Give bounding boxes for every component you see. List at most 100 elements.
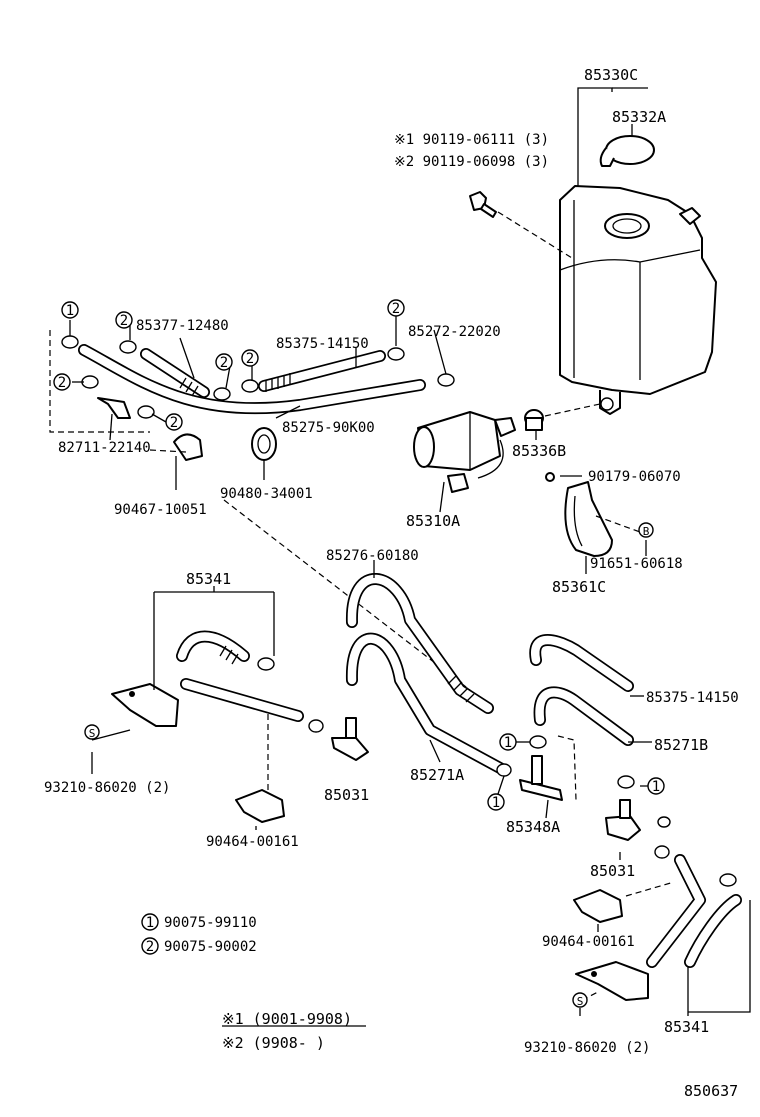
svg-text:2: 2 (58, 375, 66, 391)
circled-1-icon: 1 (61, 301, 79, 319)
circled-b-icon: B (638, 522, 654, 538)
bolt-small (545, 472, 555, 482)
hose-85271B (533, 686, 634, 746)
label-screw-l: 93210-86020 (2) (44, 780, 170, 796)
label-hose-d: 85375-14150 (646, 690, 739, 706)
hose-85375-lower (529, 634, 634, 692)
label-holder-l: 90464-00161 (206, 834, 299, 850)
label-nozzle-r: 85341 (664, 1018, 709, 1036)
label-pump: 85310A (406, 512, 460, 530)
clamp-left-ring (308, 719, 324, 733)
svg-text:S: S (577, 995, 584, 1008)
clamp-upper-7 (137, 405, 155, 419)
circled-1-icon: 1 (647, 777, 665, 795)
tank-cap (599, 135, 655, 167)
holder-right (573, 889, 623, 923)
label-clamp-a: 85272-22020 (408, 324, 501, 340)
label-tank: 85330C (584, 66, 638, 84)
label-band: 91651-60618 (590, 556, 683, 572)
svg-text:1: 1 (146, 915, 154, 931)
hose-85276 (345, 573, 494, 714)
label-grommet: 90480-34001 (220, 486, 313, 502)
svg-text:2: 2 (220, 355, 228, 371)
svg-text:2: 2 (170, 415, 178, 431)
holder-left (235, 789, 285, 823)
range-2: ※2 (9908- ) (222, 1034, 325, 1052)
grommet-90480 (251, 427, 277, 461)
diagram-id: 850637 (684, 1082, 738, 1100)
label-hose-b: 85275-90K00 (282, 420, 375, 436)
label-note2: ※2 90119-06098 (3) (394, 154, 549, 170)
label-hose-c: 85276-60180 (326, 548, 419, 564)
legend-1: 90075-99110 (164, 915, 257, 931)
label-hose-f: 85271A (410, 766, 464, 784)
svg-text:2: 2 (392, 301, 400, 317)
clamp-upper-6 (81, 375, 99, 389)
label-check-l: 85031 (324, 786, 369, 804)
band-holder (564, 481, 613, 557)
washer-tank (559, 185, 717, 415)
washer-pump (413, 411, 516, 493)
upper-hose-85275 (78, 344, 426, 415)
label-band-holder: 85361C (552, 578, 606, 596)
svg-text:2: 2 (146, 939, 154, 955)
clamp-left-nozzle (257, 657, 275, 671)
svg-text:B: B (643, 525, 650, 538)
label-tee: 85348A (506, 818, 560, 836)
circled-2-icon: 2 (215, 353, 233, 371)
clamp-upper-2 (119, 340, 137, 354)
circled-2-icon: 2 (387, 299, 405, 317)
hose-85375-upper (258, 350, 386, 392)
label-nozzle-l: 85341 (186, 570, 231, 588)
svg-text:2: 2 (120, 313, 128, 329)
svg-text:1: 1 (504, 735, 512, 751)
clamp-upper-5 (387, 347, 405, 361)
circled-1-icon: 1 (499, 733, 517, 751)
hose-85377 (140, 348, 210, 398)
circled-s-icon: S (84, 724, 100, 740)
svg-text:S: S (89, 727, 96, 740)
clamp-upper-3 (213, 387, 231, 401)
label-clip1: 85377-12480 (136, 318, 229, 334)
label-note1: ※1 90119-06111 (3) (394, 132, 549, 148)
circled-s-icon: S (572, 992, 588, 1008)
label-check-r: 85031 (590, 862, 635, 880)
label-cap: 85332A (612, 108, 666, 126)
bracket-82711 (97, 397, 131, 419)
svg-text:1: 1 (66, 303, 74, 319)
leader-lines (69, 87, 751, 1027)
svg-text:1: 1 (492, 795, 500, 811)
nozzle-right (575, 854, 742, 1001)
range-1: ※1 (9001-9908) (222, 1010, 352, 1028)
clamp-90467 (173, 433, 203, 461)
label-bracket: 82711-22140 (58, 440, 151, 456)
nozzle-left (111, 678, 304, 727)
circled-2-icon: 2 (141, 937, 159, 955)
label-hose-a: 85375-14150 (276, 336, 369, 352)
circled-1-icon: 1 (487, 793, 505, 811)
label-clamp-b: 90467-10051 (114, 502, 207, 518)
label-bolt: 90179-06070 (588, 469, 681, 485)
clamp-upper-8 (437, 373, 455, 387)
mount-bolt (469, 191, 497, 218)
nozzle-left-hose (176, 630, 250, 665)
circled-1-icon: 1 (141, 913, 159, 931)
label-bush: 85336B (512, 442, 566, 460)
check-valve-left (331, 717, 369, 761)
clamp-upper-4 (241, 379, 259, 393)
circled-2-icon: 2 (115, 311, 133, 329)
hose-85271A (345, 632, 506, 774)
legend-2: 90075-90002 (164, 939, 257, 955)
pump-bush (524, 409, 544, 431)
circled-2-icon: 2 (53, 373, 71, 391)
label-holder-r: 90464-00161 (542, 934, 635, 950)
clamp-upper-1 (61, 335, 79, 349)
svg-text:2: 2 (246, 351, 254, 367)
label-screw-r: 93210-86020 (2) (524, 1040, 650, 1056)
circled-2-icon: 2 (241, 349, 259, 367)
check-valve-right (605, 775, 671, 859)
label-hose-e: 85271B (654, 736, 708, 754)
circled-2-icon: 2 (165, 413, 183, 431)
